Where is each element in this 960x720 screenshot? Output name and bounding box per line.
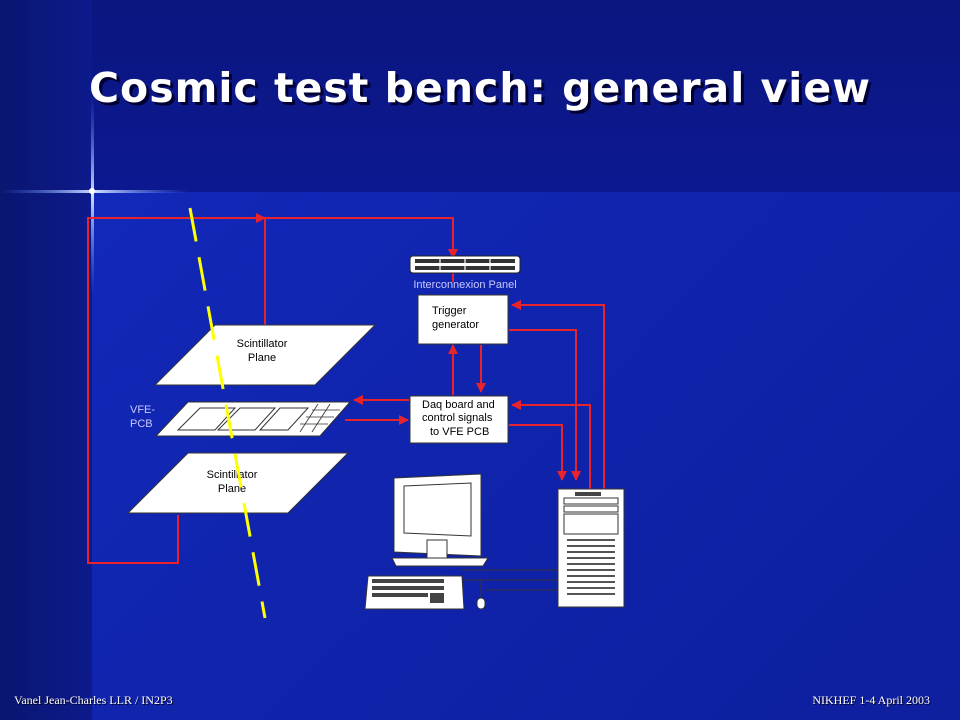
scintillator-bottom-line2: Plane — [218, 483, 246, 495]
wire-trigger-to-pc — [509, 329, 581, 481]
scintillator-top-line1: Scintillator — [237, 338, 288, 350]
background-left-band — [0, 0, 92, 720]
wire-daq-to-pc — [509, 424, 567, 481]
pc-cables — [462, 569, 558, 598]
cosmic-ray-track — [188, 207, 267, 619]
trigger-label-line1: Trigger — [432, 305, 467, 317]
interconnection-panel: Interconnexion Panel — [409, 255, 521, 291]
footer-author: Vanel Jean-Charles LLR / IN2P3 — [14, 693, 173, 707]
signal-wires — [87, 213, 605, 564]
interconnection-panel-label: Interconnexion Panel — [413, 279, 516, 291]
trigger-generator-box: Trigger generator — [417, 294, 509, 345]
vfe-label-line2: PCB — [130, 418, 153, 430]
wire-top-loop — [264, 217, 458, 330]
wire-pc-to-trigger — [511, 300, 605, 490]
daq-label-line1: Daq board and — [422, 399, 495, 411]
vfe-pcb: VFE- PCB — [130, 401, 352, 437]
daq-label-line2: control signals — [422, 412, 493, 424]
trigger-label-line2: generator — [432, 319, 479, 331]
wire-bottom-loop — [87, 213, 266, 564]
footer-event: NIKHEF 1-4 April 2003 — [812, 693, 930, 707]
daq-board-box: Daq board and control signals to VFE PCB — [409, 395, 509, 444]
scintillator-plane-bottom: Scintillator Plane — [126, 452, 350, 514]
vfe-label-line1: VFE- — [130, 404, 155, 416]
pc-tower — [557, 488, 625, 608]
scintillator-plane-top: Scintillator Plane — [153, 324, 377, 386]
scintillator-bottom-line1: Scintillator — [207, 469, 258, 481]
daq-label-line3: to VFE PCB — [430, 426, 489, 438]
slide-title: Cosmic test bench: general view — [88, 64, 872, 112]
background-top-band — [0, 0, 960, 192]
monitor — [391, 473, 489, 567]
mouse-icon — [476, 597, 486, 610]
wire-pc-to-daq — [511, 400, 591, 490]
keyboard — [364, 575, 465, 610]
sparkle-icon — [0, 95, 190, 295]
scintillator-top-line2: Plane — [248, 352, 276, 364]
